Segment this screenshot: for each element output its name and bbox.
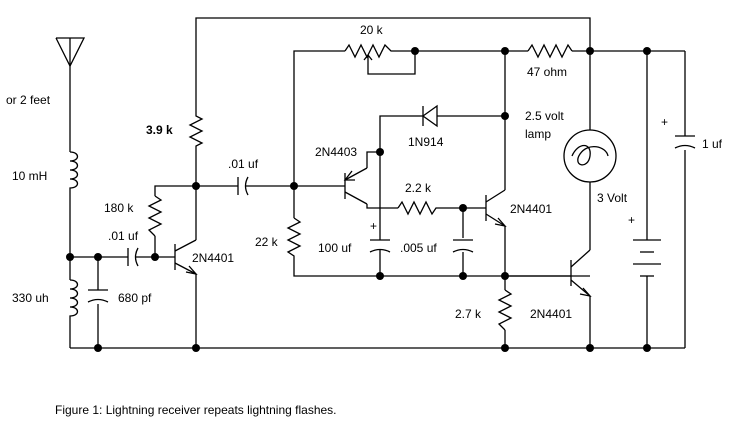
resistor-180k bbox=[147, 195, 163, 237]
res-47ohm-label: 47 ohm bbox=[527, 65, 567, 79]
cap-01uf-coupling-label: .01 uf bbox=[228, 157, 259, 171]
mid-ground-wire bbox=[293, 262, 590, 277]
inductor-330uh bbox=[69, 279, 79, 320]
inductor-330uh-label: 330 uh bbox=[12, 291, 49, 305]
resistor-3-9k bbox=[188, 112, 204, 148]
figure-caption: Figure 1: Lightning receiver repeats lig… bbox=[55, 403, 337, 417]
cap-1uf-plus: + bbox=[661, 115, 668, 129]
capacitor-005uf bbox=[452, 239, 474, 253]
cap-005uf-label: .005 uf bbox=[400, 241, 437, 255]
cap-100uf-plus: + bbox=[370, 219, 377, 233]
lamp-label-line1: 2.5 volt bbox=[525, 109, 564, 123]
res-20k-label: 20 k bbox=[360, 23, 384, 37]
antenna-symbol bbox=[55, 37, 86, 68]
diode-label: 1N914 bbox=[408, 135, 444, 149]
battery-label: 3 Volt bbox=[597, 191, 628, 205]
junction-dots bbox=[66, 47, 651, 352]
transistor-q3-2n4401 bbox=[485, 189, 507, 228]
battery-plus-label: + bbox=[628, 213, 635, 227]
transistor-q2-2n4403 bbox=[343, 167, 368, 205]
top-rail-wire bbox=[195, 17, 591, 112]
res-180k-label: 180 k bbox=[104, 201, 134, 215]
res-2-7k-label: 2.7 k bbox=[455, 307, 482, 321]
transistor-q4-2n4401 bbox=[505, 249, 592, 298]
lamp-label-line2: lamp bbox=[525, 127, 551, 141]
left-upper-wire bbox=[293, 50, 345, 186]
potentiometer-arrow bbox=[363, 53, 373, 64]
capacitor-1uf bbox=[674, 125, 696, 149]
q2-collector-wire bbox=[366, 204, 398, 209]
res-3-9k-label: 3.9 k bbox=[146, 123, 173, 137]
wires bbox=[69, 17, 686, 349]
resistor-2-7k bbox=[497, 289, 513, 331]
inductor-10mh-label: 10 mH bbox=[12, 169, 47, 183]
battery-symbol bbox=[633, 239, 661, 285]
q3-label: 2N4401 bbox=[510, 202, 552, 216]
q2-emitter-wire bbox=[366, 115, 410, 168]
inductor-10mh bbox=[69, 151, 79, 196]
res-22k-label: 22 k bbox=[255, 235, 279, 249]
q1-label: 2N4401 bbox=[192, 251, 234, 265]
res-2-2k-label: 2.2 k bbox=[405, 181, 432, 195]
resistor-20k bbox=[344, 43, 392, 59]
component-labels: or 2 feet 10 mH 330 uh 3.9 k 180 k .01 u… bbox=[6, 23, 723, 321]
resistor-2-2k bbox=[397, 200, 440, 216]
resistor-47ohm bbox=[527, 43, 573, 59]
capacitor-100uf bbox=[369, 230, 391, 253]
q4-label: 2N4401 bbox=[530, 307, 572, 321]
cap-100uf-label: 100 uf bbox=[318, 241, 352, 255]
antenna-note-label: or 2 feet bbox=[6, 93, 51, 107]
pot-wiper-wire bbox=[367, 51, 416, 75]
lamp-symbol bbox=[563, 129, 617, 183]
q2-label: 2N4403 bbox=[315, 145, 357, 159]
capacitor-680pf bbox=[87, 289, 109, 303]
diode-1n914 bbox=[410, 104, 438, 128]
cap-1uf-label: 1 uf bbox=[702, 137, 723, 151]
capacitor-01uf-input bbox=[127, 247, 139, 267]
res-180k-top-wire bbox=[154, 185, 196, 196]
capacitor-01uf-coupling bbox=[237, 176, 249, 196]
cap-680pf-label: 680 pf bbox=[118, 291, 152, 305]
cap-01uf-input-label: .01 uf bbox=[108, 229, 139, 243]
transistor-q1-2n4401 bbox=[174, 239, 198, 276]
resistor-22k bbox=[286, 217, 302, 262]
